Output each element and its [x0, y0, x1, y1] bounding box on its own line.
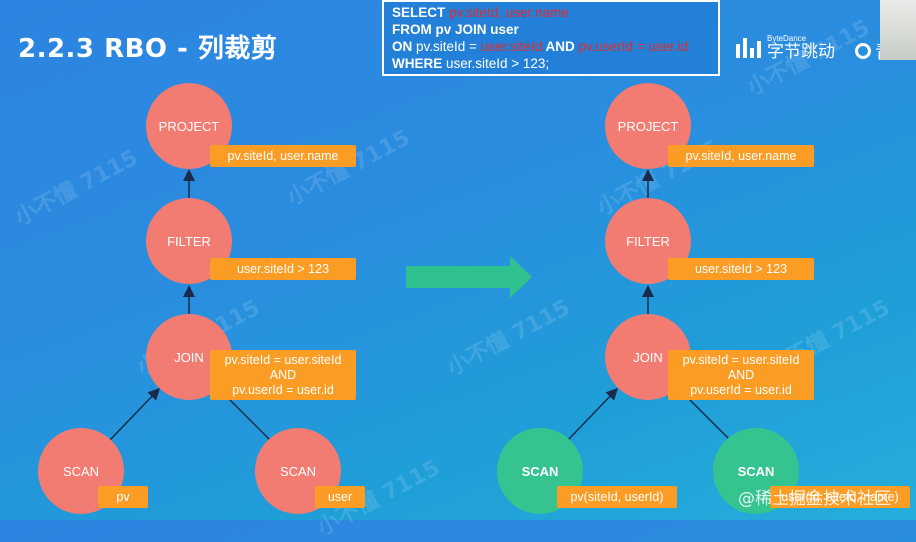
- juejin-watermark: @稀土掘金技术社区: [738, 489, 891, 509]
- right-filter-tag: user.siteId > 123: [668, 258, 814, 280]
- left-filter-tag: user.siteId > 123: [210, 258, 356, 280]
- node-label: JOIN: [174, 349, 204, 365]
- left-scan-pv-node: SCAN: [38, 428, 124, 514]
- left-scan-user-tag: user: [315, 486, 365, 508]
- sql-highlight: user.siteId: [480, 39, 543, 54]
- sql-query-box: SELECT pv.siteId, user.name FROM pv JOIN…: [382, 0, 720, 76]
- edge-scan-join: [109, 387, 161, 441]
- bytedance-logo: ByteDance 字节跳动: [736, 34, 835, 62]
- join-cond: pv.siteId = user.siteId: [224, 352, 342, 367]
- qingxun-icon: [855, 43, 871, 59]
- sql-keyword: SELECT: [392, 5, 450, 20]
- left-project-tag: pv.siteId, user.name: [210, 145, 356, 167]
- node-label: PROJECT: [617, 118, 679, 134]
- node-label: FILTER: [167, 233, 211, 249]
- sql-text: pv.siteId =: [416, 39, 481, 54]
- presenter-camera: [880, 0, 916, 60]
- join-cond: pv.userId = user.id: [232, 382, 334, 397]
- join-and: AND: [727, 367, 755, 382]
- bytedance-mark-icon: [736, 38, 761, 58]
- right-scan-user-tag: user(id, siteId, name): [770, 486, 910, 508]
- node-label: JOIN: [633, 349, 663, 365]
- node-label: SCAN: [62, 463, 100, 479]
- right-project-node: PROJECT: [605, 83, 691, 169]
- join-cond: pv.userId = user.id: [690, 382, 792, 397]
- join-cond: pv.siteId = user.siteId: [682, 352, 800, 367]
- brand-small-text: ByteDance: [767, 34, 807, 43]
- left-join-tag: pv.siteId = user.siteId AND pv.userId = …: [210, 350, 356, 400]
- node-label: PROJECT: [158, 118, 220, 134]
- sql-line-select: SELECT pv.siteId, user.name: [392, 4, 710, 21]
- transform-arrow-icon: [406, 256, 532, 298]
- slide-title: 2.2.3 RBO - 列裁剪: [18, 34, 278, 64]
- sql-text: user.siteId > 123;: [446, 56, 550, 71]
- sql-highlight: pv.userId =: [578, 39, 649, 54]
- sql-line-on: ON pv.siteId = user.siteId AND pv.userId…: [392, 38, 710, 55]
- right-join-tag: pv.siteId = user.siteId AND pv.userId = …: [668, 350, 814, 400]
- sql-line-from: FROM pv JOIN user: [392, 22, 519, 37]
- node-label: FILTER: [626, 233, 670, 249]
- edge-scan-join: [567, 387, 619, 441]
- join-and: AND: [269, 367, 297, 382]
- sql-line-where: WHERE user.siteId > 123;: [392, 55, 710, 72]
- left-scan-pv-tag: pv: [98, 486, 148, 508]
- right-project-tag: pv.siteId, user.name: [668, 145, 814, 167]
- sql-keyword: ON: [392, 39, 417, 54]
- sql-highlight: user.id: [648, 39, 689, 54]
- node-label: SCAN: [737, 463, 775, 479]
- brand-name: 字节跳动: [767, 42, 835, 62]
- sql-keyword: AND: [542, 39, 579, 54]
- sql-keyword: WHERE: [392, 56, 446, 71]
- node-label: SCAN: [521, 463, 559, 479]
- right-scan-pv-tag: pv(siteId, userId): [557, 486, 677, 508]
- node-label: SCAN: [279, 463, 317, 479]
- sql-highlight: pv.siteId, user.name: [449, 5, 569, 20]
